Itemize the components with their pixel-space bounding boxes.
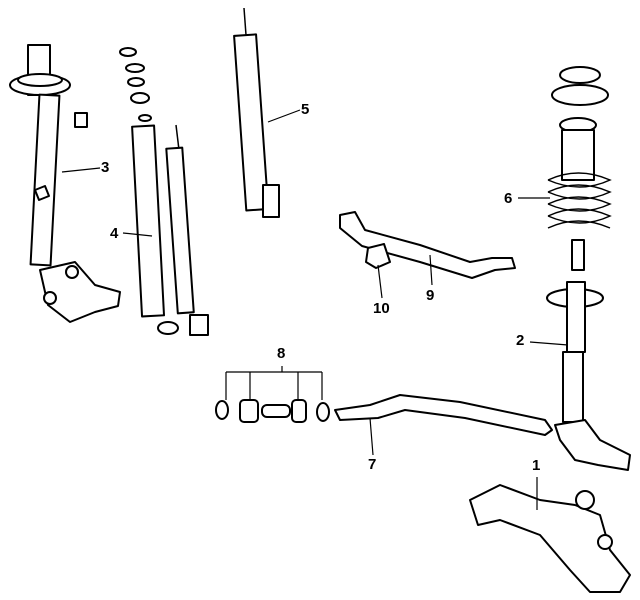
callout-8[interactable]: 8 — [277, 345, 286, 362]
callout-1[interactable]: 1 — [532, 457, 541, 474]
callout-5[interactable]: 5 — [301, 101, 310, 118]
shock-absorber-5-part[interactable] — [233, 7, 280, 218]
callout-6[interactable]: 6 — [504, 190, 513, 207]
rear-strut-part[interactable] — [9, 44, 121, 323]
shock-absorber-4-part[interactable] — [119, 47, 209, 336]
callout-7[interactable]: 7 — [368, 456, 377, 473]
bushings-part[interactable] — [215, 399, 330, 423]
callout-10[interactable]: 10 — [373, 300, 390, 317]
callout-9[interactable]: 9 — [426, 287, 435, 304]
leader-lines — [61, 109, 569, 510]
lower-control-arm-part[interactable] — [469, 484, 631, 593]
callout-4[interactable]: 4 — [110, 225, 119, 242]
strut-rod-part[interactable] — [334, 394, 553, 436]
callout-3[interactable]: 3 — [101, 159, 110, 176]
callout-2[interactable]: 2 — [516, 332, 525, 349]
stabilizer-bar-part[interactable] — [339, 211, 516, 279]
front-strut-part[interactable] — [546, 66, 631, 471]
